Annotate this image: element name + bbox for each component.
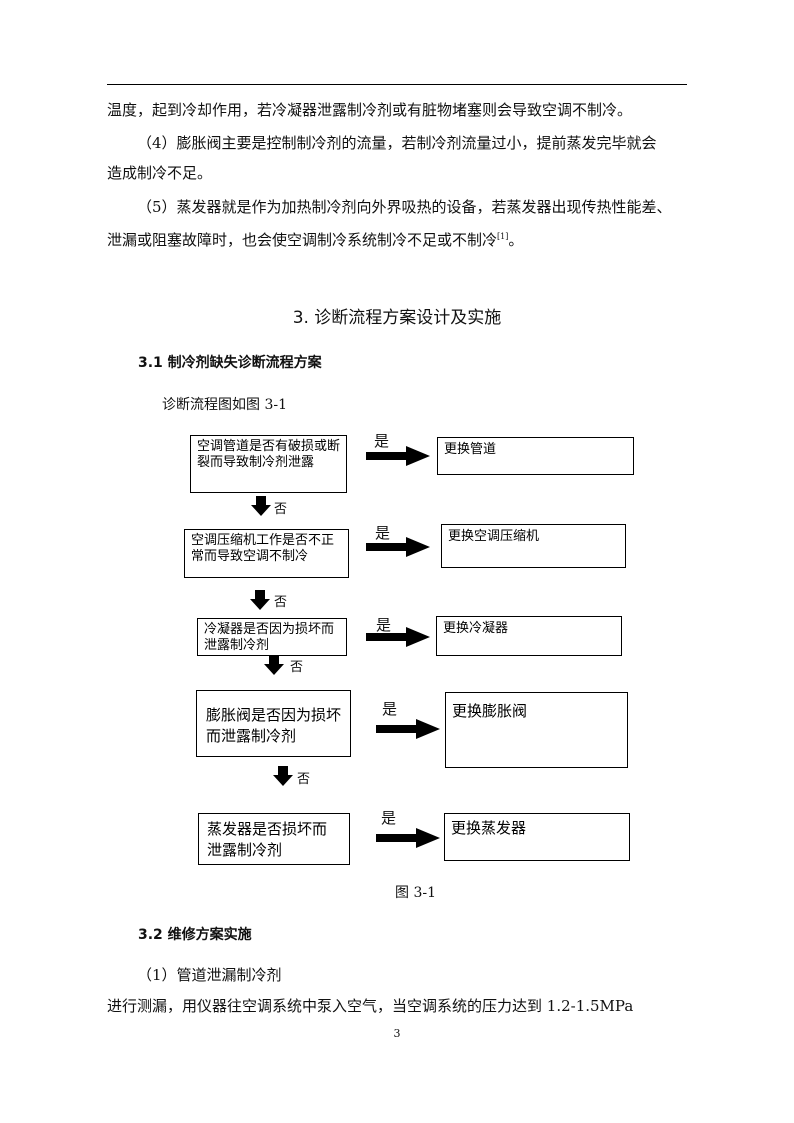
action-box-replace-expansion-valve: 更换膨胀阀 xyxy=(445,692,628,768)
header-rule xyxy=(107,84,687,85)
citation-ref: [1] xyxy=(497,232,509,241)
yes-label: 是 xyxy=(375,524,391,542)
action-box-replace-pipe: 更换管道 xyxy=(437,437,634,475)
right-arrow-icon xyxy=(376,719,440,739)
condition-box-condenser: 冷凝器是否因为损坏而泄露制冷剂 xyxy=(197,618,347,656)
no-label: 否 xyxy=(290,660,304,675)
figure-caption: 图 3-1 xyxy=(395,885,436,901)
right-arrow-icon xyxy=(376,828,440,848)
paragraph-evaporator-text: 泄漏或阻塞故障时，也会使空调制冷系统制冷不足或不制冷 xyxy=(107,231,498,249)
right-arrow-icon xyxy=(366,627,430,647)
page-number: 3 xyxy=(393,1027,401,1040)
action-box-replace-evaporator: 更换蒸发器 xyxy=(444,813,630,861)
yes-label: 是 xyxy=(376,616,392,634)
paragraph-condenser-end: 温度，起到冷却作用，若冷凝器泄露制冷剂或有脏物堵塞则会导致空调不制冷。 xyxy=(107,101,633,119)
section-title: 3. 诊断流程方案设计及实施 xyxy=(292,308,502,328)
paragraph-evaporator-line2: 泄漏或阻塞故障时，也会使空调制冷系统制冷不足或不制冷[1]。 xyxy=(107,222,689,255)
down-arrow-icon xyxy=(264,655,284,675)
condition-box-pipe: 空调管道是否有破损或断裂而导致制冷剂泄露 xyxy=(190,435,347,493)
down-arrow-icon xyxy=(251,496,271,516)
action-box-replace-compressor: 更换空调压缩机 xyxy=(441,524,626,568)
paragraph-evaporator-end: 。 xyxy=(508,231,524,249)
action-box-replace-condenser: 更换冷凝器 xyxy=(436,616,622,656)
no-label: 否 xyxy=(274,502,288,517)
paragraph-expansion-valve-line2: 造成制冷不足。 xyxy=(107,164,213,182)
subsection-title-3-1: 3.1 制冷剂缺失诊断流程方案 xyxy=(138,355,322,371)
right-arrow-icon xyxy=(366,537,430,557)
no-label: 否 xyxy=(274,595,288,610)
no-label: 否 xyxy=(297,772,311,787)
paragraph-evaporator-line1: （5）蒸发器就是作为加热制冷剂向外界吸热的设备，若蒸发器出现传热性能差、 xyxy=(137,198,672,216)
down-arrow-icon xyxy=(273,766,293,786)
item-pipe-leak: （1）管道泄漏制冷剂 xyxy=(137,966,282,984)
condition-box-expansion-valve: 膨胀阀是否因为损坏而泄露制冷剂 xyxy=(196,690,351,757)
down-arrow-icon xyxy=(250,590,270,610)
paragraph-expansion-valve-line1: （4）膨胀阀主要是控制制冷剂的流量，若制冷剂流量过小，提前蒸发完毕就会 xyxy=(137,134,657,152)
right-arrow-icon xyxy=(366,446,430,466)
yes-label: 是 xyxy=(374,432,390,450)
yes-label: 是 xyxy=(382,700,398,718)
subsection-title-3-2: 3.2 维修方案实施 xyxy=(138,927,252,943)
yes-label: 是 xyxy=(381,809,397,827)
flowchart-intro: 诊断流程图如图 3-1 xyxy=(162,397,287,413)
paragraph-leak-test: 进行测漏，用仪器往空调系统中泵入空气，当空调系统的压力达到 1.2-1.5MPa xyxy=(107,997,634,1015)
condition-box-compressor: 空调压缩机工作是否不正常而导致空调不制冷 xyxy=(184,529,349,578)
condition-box-evaporator: 蒸发器是否损坏而泄露制冷剂 xyxy=(198,813,350,865)
